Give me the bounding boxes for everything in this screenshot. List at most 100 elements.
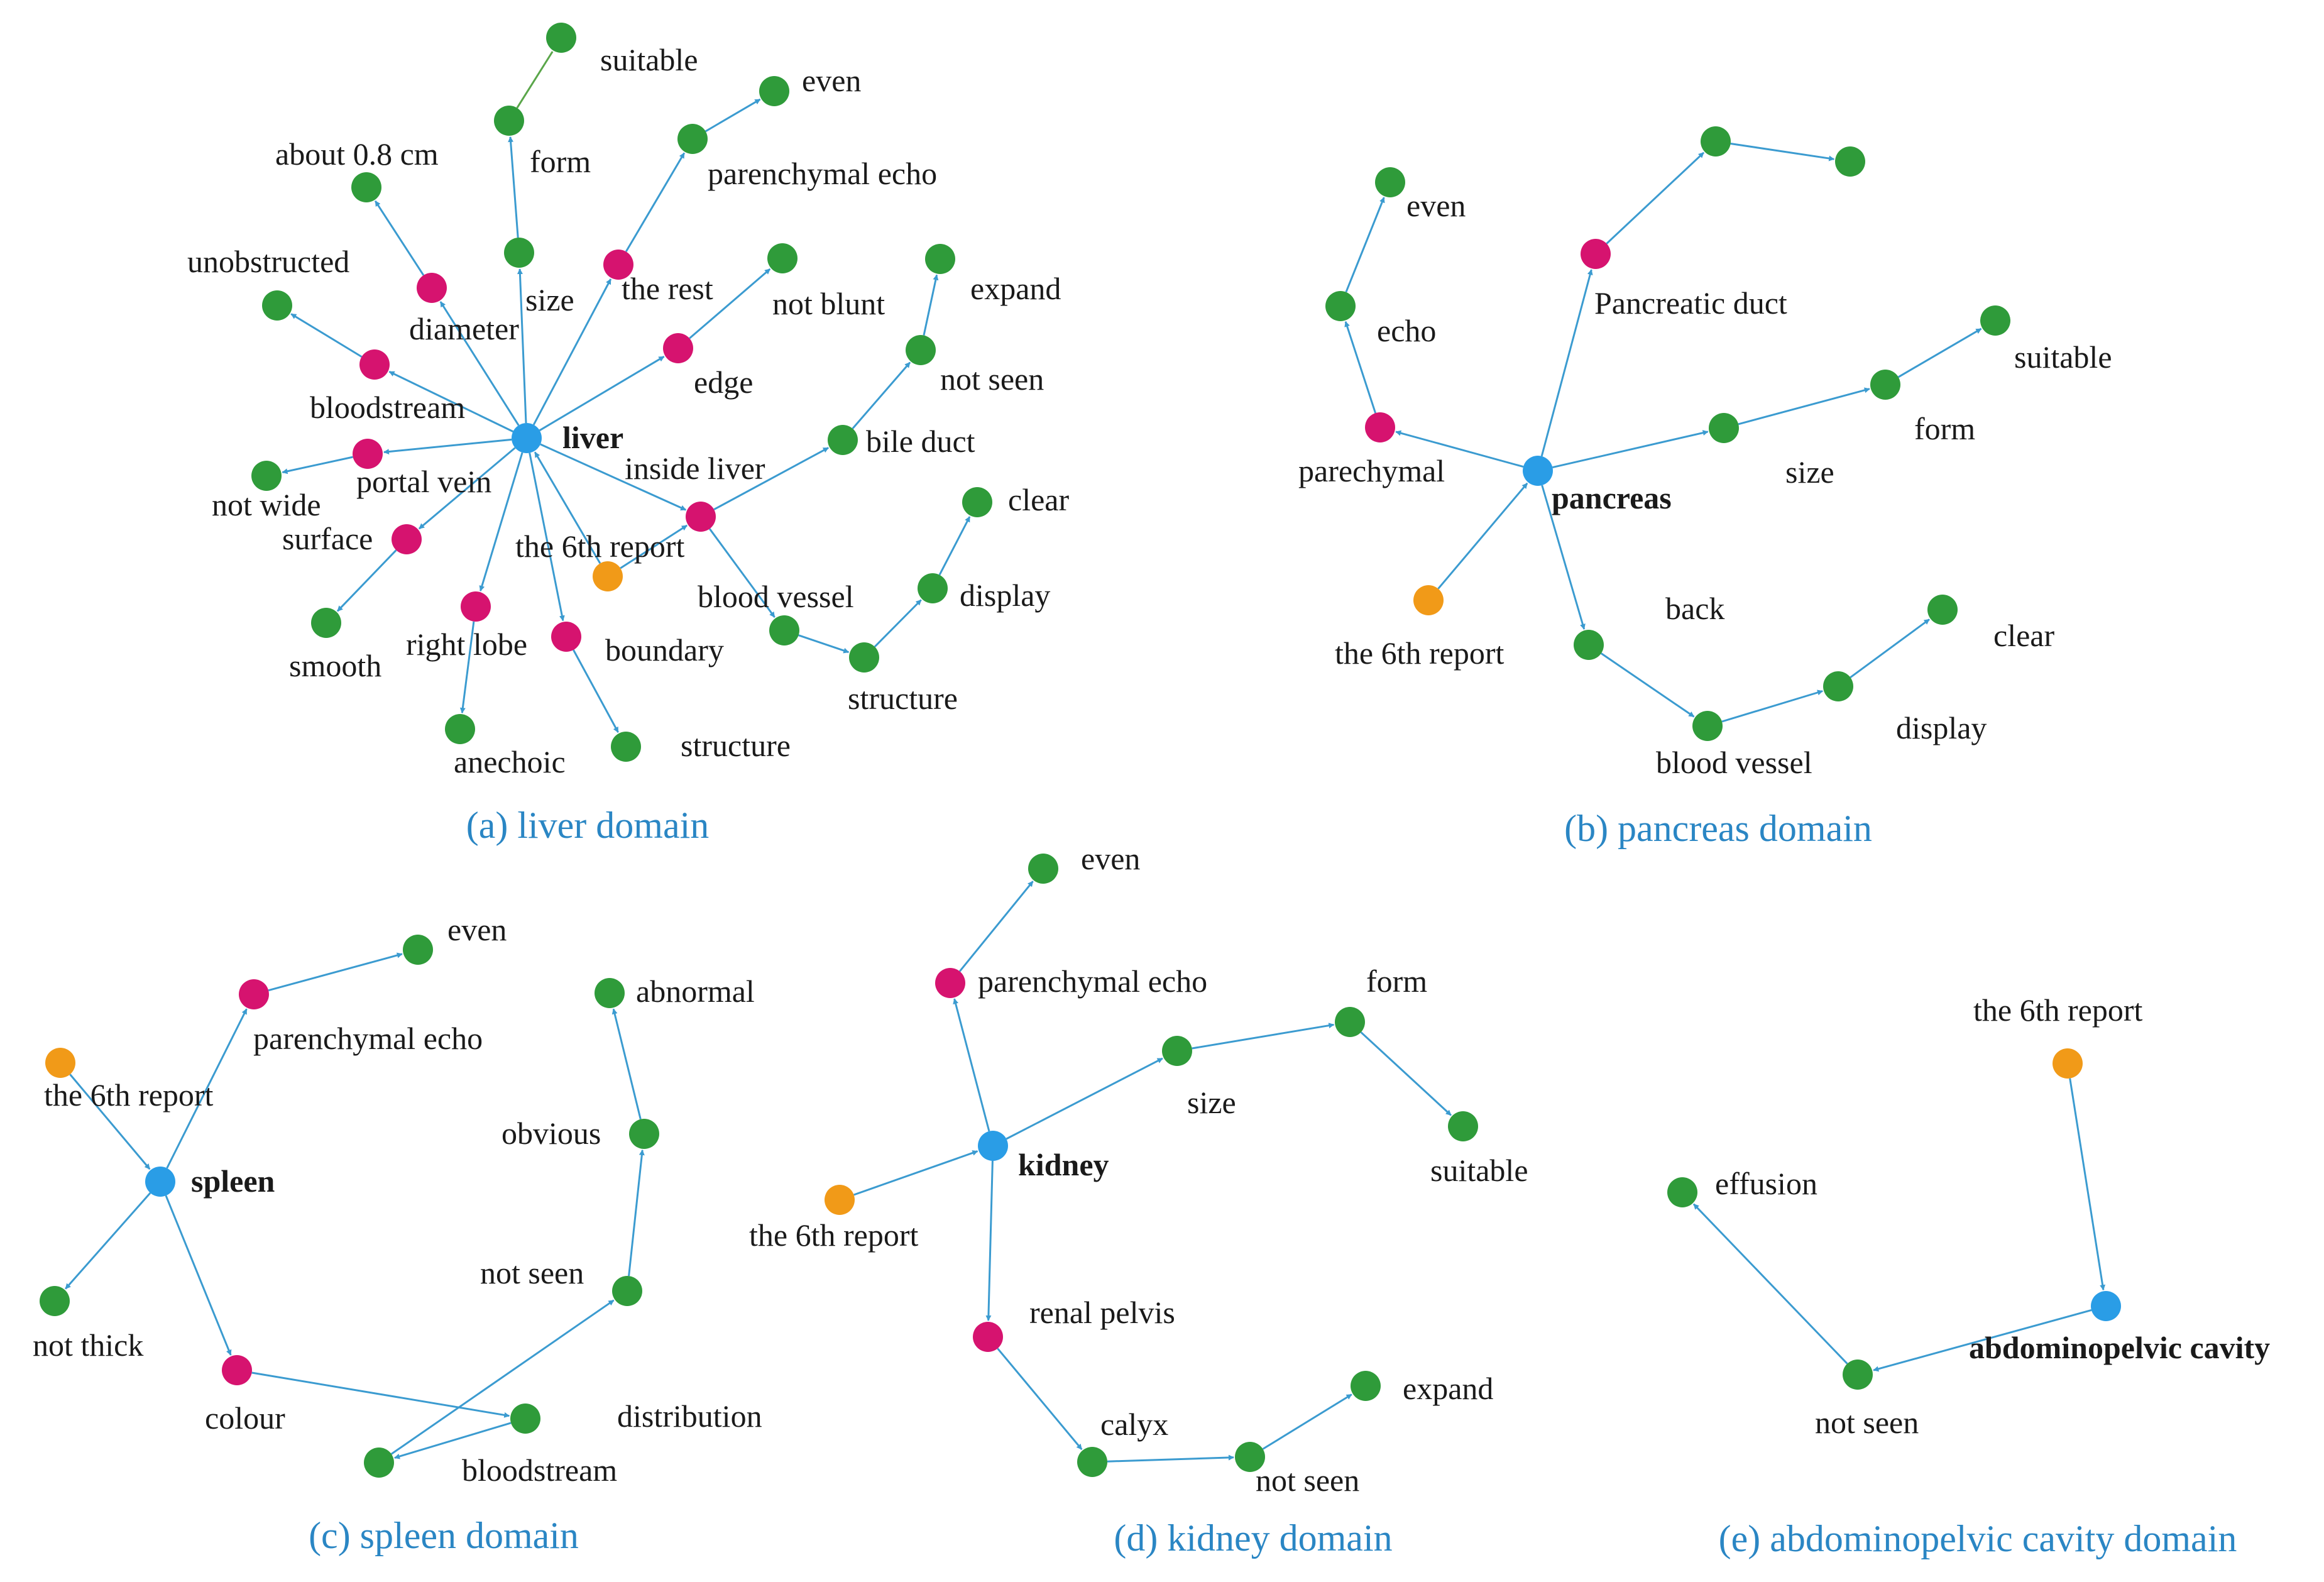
captions-layer: (a) liver domain(b) pancreas domain(c) s… [309, 805, 2237, 1559]
edge-pancreas-parechymal-to-echo [1344, 321, 1377, 414]
node-pancreas-pancreas [1523, 456, 1553, 486]
edge-kidney-kidney-to-parenchymal_echo [953, 998, 990, 1132]
node-label-liver-suitable: suitable [600, 42, 698, 77]
node-liver-bloodstream [359, 349, 390, 380]
edge-kidney-report-to-kidney [853, 1150, 978, 1196]
node-spleen-abnormal [595, 978, 625, 1008]
node-label-kidney-not_seen: not seen [1256, 1463, 1359, 1498]
node-label-spleen-not_thick: not thick [33, 1327, 143, 1363]
node-spleen-distribution [364, 1447, 394, 1478]
node-pancreas-size [1709, 413, 1739, 443]
node-kidney-form [1335, 1007, 1365, 1037]
node-kidney-expand [1351, 1371, 1381, 1401]
node-pancreas-top2 [1835, 146, 1865, 177]
node-label-pancreas-display: display [1896, 710, 1987, 745]
node-pancreas-back [1574, 630, 1604, 660]
node-kidney-renal_pelvis [973, 1322, 1003, 1352]
edge-liver-liver-to-diameter [439, 301, 520, 426]
edge-liver-diameter-to-about08 [374, 200, 425, 276]
node-pancreas-clear [1927, 595, 1958, 625]
edge-pancreas-pancreas-to-size [1552, 430, 1709, 469]
node-label-kidney-parenchymal_echo: parenchymal echo [978, 964, 1207, 999]
node-spleen-not_seen [612, 1276, 642, 1306]
edges-layer [65, 51, 2106, 1463]
node-spleen-spleen [145, 1167, 175, 1197]
node-label-pancreas-back: back [1665, 591, 1724, 626]
edge-liver-bile_duct-to-not_seen [852, 361, 911, 429]
node-kidney-even [1028, 854, 1058, 884]
node-pancreas-display [1823, 671, 1853, 701]
edge-pancreas-display-to-clear [1850, 618, 1930, 679]
edge-liver-the_rest-to-parenchymal_echo [625, 152, 686, 253]
node-label-pancreas-blood_vessel: blood vessel [1656, 745, 1812, 780]
node-spleen-even [403, 935, 433, 965]
node-label-liver-edge: edge [694, 365, 753, 400]
node-label-kidney-calyx: calyx [1100, 1407, 1168, 1442]
node-label-pancreas-suitable: suitable [2014, 339, 2112, 375]
node-liver-parenchymal_echo [677, 124, 708, 154]
node-liver-not_blunt [767, 243, 798, 273]
node-liver-not_wide [251, 461, 282, 491]
node-label-pancreas-parechymal: parechymal [1298, 453, 1445, 488]
node-liver-diameter [417, 273, 447, 303]
edge-liver-bloodstream-to-unobstructed [290, 313, 363, 358]
caption-pancreas: (b) pancreas domain [1564, 808, 1872, 849]
node-liver-form [494, 106, 524, 136]
edge-kidney-kidney-to-renal_pelvis [985, 1160, 994, 1321]
edge-kidney-not_seen-to-expand [1262, 1393, 1352, 1450]
node-liver-surface [392, 524, 422, 554]
node-liver-the_rest [603, 250, 633, 280]
node-liver-structure2 [611, 732, 641, 762]
edge-kidney-calyx-to-not_seen [1107, 1454, 1234, 1463]
edge-liver-liver-to-right_lobe [479, 452, 523, 591]
node-label-spleen-not_seen: not seen [480, 1255, 584, 1290]
node-label-liver-surface: surface [282, 521, 373, 556]
edge-liver-size-to-form [508, 136, 519, 238]
node-liver-about08 [351, 172, 381, 202]
edge-spleen-report-to-spleen [69, 1074, 151, 1170]
edge-liver-liver-to-edge [539, 356, 665, 432]
node-label-liver-not_blunt: not blunt [772, 286, 885, 321]
node-pancreas-top1 [1701, 126, 1731, 157]
node-label-liver-structure2: structure [681, 728, 791, 763]
node-label-liver-the_rest: the rest [622, 271, 713, 306]
edge-liver-blood_vessel-to-structure1 [798, 634, 850, 654]
edge-liver-not_seen-to-expand [923, 274, 939, 336]
edge-pancreas-size-to-form [1738, 387, 1870, 426]
edge-liver-surface-to-smooth [336, 549, 397, 612]
node-label-liver-clear: clear [1008, 482, 1069, 517]
node-liver-not_seen [906, 335, 936, 365]
node-label-pancreas-even: even [1406, 188, 1466, 223]
node-label-liver-anechoic: anechoic [454, 744, 566, 779]
node-label-pancreas-clear: clear [1993, 618, 2054, 653]
node-label-liver-bloodstream: bloodstream [310, 390, 465, 425]
edge-liver-inside_liver-to-blood_vessel [708, 528, 776, 618]
node-spleen-bloodstream [510, 1403, 540, 1434]
node-spleen-colour [222, 1355, 252, 1385]
node-label-spleen-spleen: spleen [191, 1163, 275, 1199]
node-liver-portal_vein [353, 439, 383, 469]
edge-spleen-spleen-to-parenchymal_echo [166, 1008, 248, 1169]
node-label-liver-parenchymal_echo: parenchymal echo [708, 156, 937, 191]
node-label-liver-about08: about 0.8 cm [275, 136, 439, 172]
node-liver-boundary [551, 622, 581, 652]
node-liver-clear [962, 487, 992, 517]
node-kidney-not_seen [1235, 1442, 1265, 1472]
node-label-liver-portal_vein: portal vein [356, 464, 491, 499]
edge-pancreas-report-to-pancreas [1437, 482, 1528, 590]
node-label-liver-blood_vessel: blood vessel [698, 579, 854, 614]
node-label-abdomen-not_seen: not seen [1815, 1405, 1919, 1440]
node-liver-even [759, 76, 789, 106]
node-liver-suitable [546, 23, 576, 53]
node-label-kidney-suitable: suitable [1430, 1153, 1528, 1188]
edge-pancreas-form-to-suitable [1897, 327, 1982, 378]
node-pancreas-echo [1325, 291, 1356, 321]
node-label-liver-not_seen: not seen [940, 361, 1044, 397]
edge-abdomen-report-to-cavity [2069, 1078, 2106, 1291]
edge-spleen-colour-to-bloodstream [251, 1371, 510, 1418]
node-label-spleen-obvious: obvious [502, 1116, 601, 1151]
node-pancreas-even [1375, 167, 1405, 197]
node-liver-bile_duct [828, 425, 858, 455]
node-kidney-report [825, 1185, 855, 1215]
